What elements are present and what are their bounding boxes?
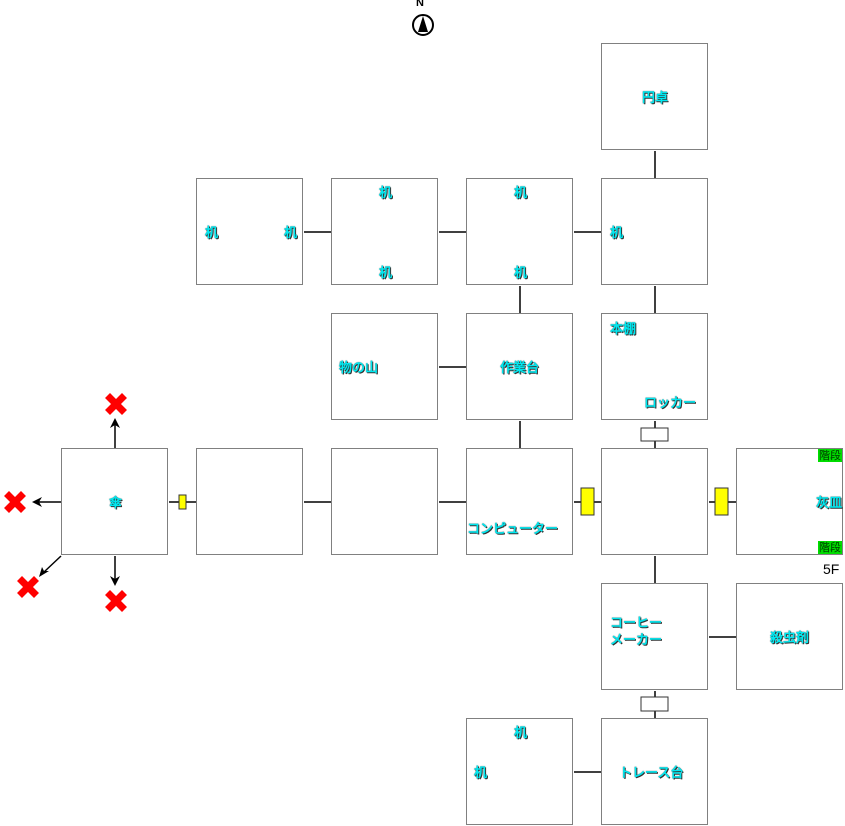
room-umbrella[interactable]: 傘 (61, 448, 168, 555)
door-icon (640, 696, 669, 712)
arrow-southwest-icon (39, 567, 49, 577)
room-label: 机 (514, 186, 528, 201)
room-label: 机 (610, 226, 624, 241)
room-label: 傘 (109, 496, 123, 511)
room-label: コンピューター (467, 522, 559, 537)
dead-end-x-icon (4, 491, 26, 513)
room-label: メーカー (610, 633, 663, 648)
compass-icon (412, 14, 434, 36)
arrow-left-icon (32, 497, 42, 507)
dead-end-x-icon (105, 393, 127, 415)
room-insecticide[interactable]: 殺虫剤 (736, 583, 843, 690)
arrow-heads (32, 418, 120, 586)
room-bookshelf[interactable]: 本棚 ロッカー (601, 313, 708, 420)
room-tracing[interactable]: トレース台 (601, 718, 708, 825)
room-label: 机 (474, 766, 488, 781)
room-desks-4[interactable]: 机 (601, 178, 708, 285)
room-label: 殺虫剤 (770, 631, 810, 646)
room-label: 机 (284, 226, 298, 241)
floor-label: 5F (823, 561, 840, 577)
room-hall[interactable] (601, 448, 708, 555)
room-label: 本棚 (610, 322, 637, 337)
room-workbench[interactable]: 作業台 (466, 313, 573, 420)
room-desks-5[interactable]: 机 机 (466, 718, 573, 825)
room-ashtray[interactable]: 階段 灰皿 階段 (736, 448, 843, 555)
room-desks-2[interactable]: 机 机 (331, 178, 438, 285)
room-label: 机 (205, 226, 219, 241)
room-label: ロッカー (644, 396, 697, 411)
room-label: 机 (379, 266, 393, 281)
room-desks-3[interactable]: 机 机 (466, 178, 573, 285)
stairs-up[interactable]: 階段 (818, 449, 842, 462)
room-label: 物の山 (339, 361, 379, 376)
room-pile[interactable]: 物の山 (331, 313, 438, 420)
room-label: コーヒー (610, 616, 663, 631)
locked-door-icon (580, 487, 595, 516)
room-label: 机 (514, 726, 528, 741)
room-label: 作業台 (500, 361, 540, 376)
locked-door-icon (178, 494, 187, 510)
compass-north-label: N (416, 0, 424, 9)
room-label: 机 (379, 186, 393, 201)
room-label: 灰皿 (815, 496, 842, 511)
arrow-down-icon (110, 576, 120, 586)
locked-door-icon (714, 487, 729, 516)
dead-end-x-icon (105, 590, 127, 612)
stairs-down[interactable]: 階段 (818, 541, 842, 554)
room-computer[interactable]: コンピューター (466, 448, 573, 555)
room-label: トレース台 (619, 766, 684, 781)
dead-end-x-icon (17, 576, 39, 598)
room-empty-2[interactable] (331, 448, 438, 555)
room-label: 円卓 (642, 91, 669, 106)
room-desks-1[interactable]: 机 机 (196, 178, 303, 285)
door-icon (640, 427, 669, 442)
room-label: 机 (514, 266, 528, 281)
room-coffee[interactable]: コーヒー メーカー (601, 583, 708, 690)
arrow-up-icon (110, 418, 120, 428)
room-empty-1[interactable] (196, 448, 303, 555)
room-round-table[interactable]: 円卓 (601, 43, 708, 150)
dead-end-marks (4, 393, 127, 612)
